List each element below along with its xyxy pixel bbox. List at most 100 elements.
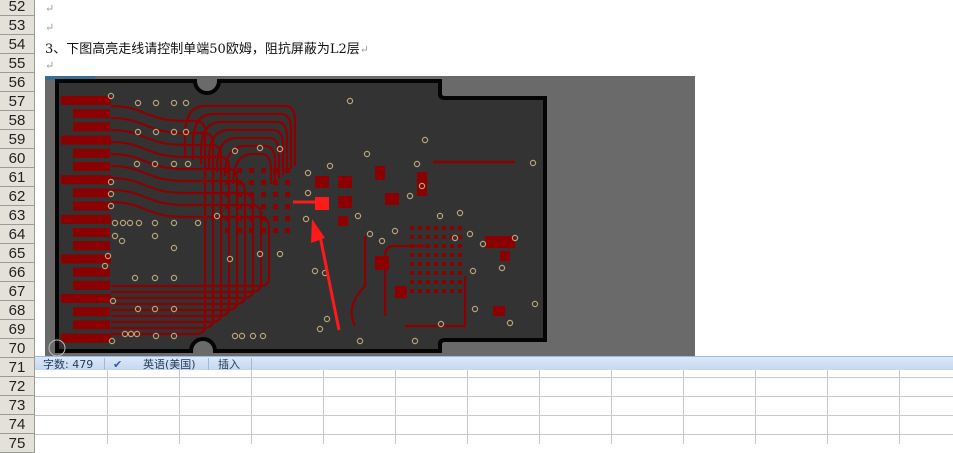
edge-finger <box>61 96 111 105</box>
bga-pad <box>442 226 446 230</box>
column-gridline <box>179 370 180 444</box>
via <box>411 337 419 345</box>
row-header[interactable]: 69 <box>0 320 35 339</box>
bga-pad <box>410 235 414 239</box>
via <box>356 337 364 345</box>
insert-mode-indicator[interactable]: 插入 <box>218 358 240 370</box>
via <box>170 305 178 313</box>
bga-pad <box>285 180 290 185</box>
via <box>451 234 459 242</box>
via <box>436 212 444 220</box>
via <box>311 267 319 275</box>
row-header[interactable]: 55 <box>0 54 35 73</box>
via <box>366 230 374 238</box>
row-header[interactable]: 74 <box>0 415 35 434</box>
language-indicator[interactable]: 英语(美国) <box>143 358 196 370</box>
row-gridline <box>35 377 953 378</box>
via <box>256 250 264 258</box>
pcb-trace <box>223 144 277 181</box>
bga-pad <box>418 280 422 284</box>
row-header[interactable]: 61 <box>0 168 35 187</box>
row-header[interactable]: 62 <box>0 187 35 206</box>
bga-pad <box>237 168 242 173</box>
bga-pad <box>410 244 414 248</box>
via <box>152 99 160 107</box>
bga-pad <box>225 228 230 233</box>
via <box>418 182 426 190</box>
via <box>151 219 159 227</box>
row-header[interactable]: 72 <box>0 377 35 396</box>
via <box>182 128 190 136</box>
bga-pad <box>261 204 266 209</box>
via <box>231 147 239 155</box>
bga-pad <box>450 271 454 275</box>
row-header[interactable]: 53 <box>0 16 35 35</box>
bga-pad <box>458 253 462 257</box>
via <box>506 319 514 327</box>
bga-pad <box>237 204 242 209</box>
via <box>126 219 134 227</box>
pcb-trace <box>207 128 285 175</box>
edge-finger <box>61 175 111 185</box>
bga-pad <box>410 280 414 284</box>
via <box>133 160 141 168</box>
row-header[interactable]: 65 <box>0 244 35 263</box>
bga-pad <box>273 204 278 209</box>
bga-pad <box>273 216 278 221</box>
row-header[interactable]: 64 <box>0 225 35 244</box>
via <box>118 237 126 245</box>
row-header[interactable]: 70 <box>0 339 35 358</box>
via <box>152 332 160 340</box>
edge-finger <box>61 294 111 303</box>
row-header[interactable]: 66 <box>0 263 35 282</box>
edge-finger <box>73 267 110 277</box>
row-header[interactable]: 63 <box>0 206 35 225</box>
column-gridline <box>251 370 252 444</box>
row-header[interactable]: 56 <box>0 73 35 92</box>
bga-pad <box>434 289 438 293</box>
bga-pad <box>249 192 254 197</box>
word-count[interactable]: 字数: 479 <box>43 358 94 370</box>
component-pad <box>493 306 505 316</box>
column-gridline <box>683 370 684 444</box>
bga-pad <box>458 280 462 284</box>
bga-pad <box>426 271 430 275</box>
via <box>249 332 257 340</box>
column-gridline <box>611 370 612 444</box>
bga-pad <box>434 253 438 257</box>
edge-finger <box>73 280 110 290</box>
row-header[interactable]: 60 <box>0 149 35 168</box>
via <box>226 255 234 263</box>
via <box>326 162 334 170</box>
row-header[interactable]: 54 <box>0 35 35 54</box>
row-header[interactable]: 73 <box>0 396 35 415</box>
bga-pad <box>410 289 414 293</box>
paragraph-mark: ↵ <box>45 59 55 72</box>
paragraph-mark: ↵ <box>45 2 55 15</box>
edge-finger <box>73 109 110 119</box>
row-header[interactable]: 52 <box>0 0 35 16</box>
via <box>259 332 267 340</box>
spreadsheet-grid[interactable] <box>35 370 953 444</box>
row-header[interactable]: 59 <box>0 130 35 149</box>
bga-pad <box>434 280 438 284</box>
bga-pad <box>410 262 414 266</box>
row-header[interactable]: 58 <box>0 111 35 130</box>
component-pad <box>385 193 399 205</box>
instruction-label: 3、下图高亮走线请控制单端50欧姆，阻抗屏蔽为L2层 <box>45 42 360 57</box>
via <box>511 234 519 242</box>
edge-finger <box>73 201 110 211</box>
row-header[interactable]: 68 <box>0 301 35 320</box>
proofing-check-icon[interactable]: ✔ <box>113 358 123 370</box>
pcb-trace <box>110 116 215 330</box>
via <box>134 305 142 313</box>
via <box>101 262 109 270</box>
column-gridline <box>395 370 396 444</box>
via <box>184 160 192 168</box>
edge-finger <box>61 254 111 264</box>
pcb-trace <box>350 236 467 328</box>
row-header[interactable]: 71 <box>0 358 35 377</box>
row-header[interactable]: 57 <box>0 92 35 111</box>
red-arrow <box>311 219 341 331</box>
row-header[interactable]: 67 <box>0 282 35 301</box>
